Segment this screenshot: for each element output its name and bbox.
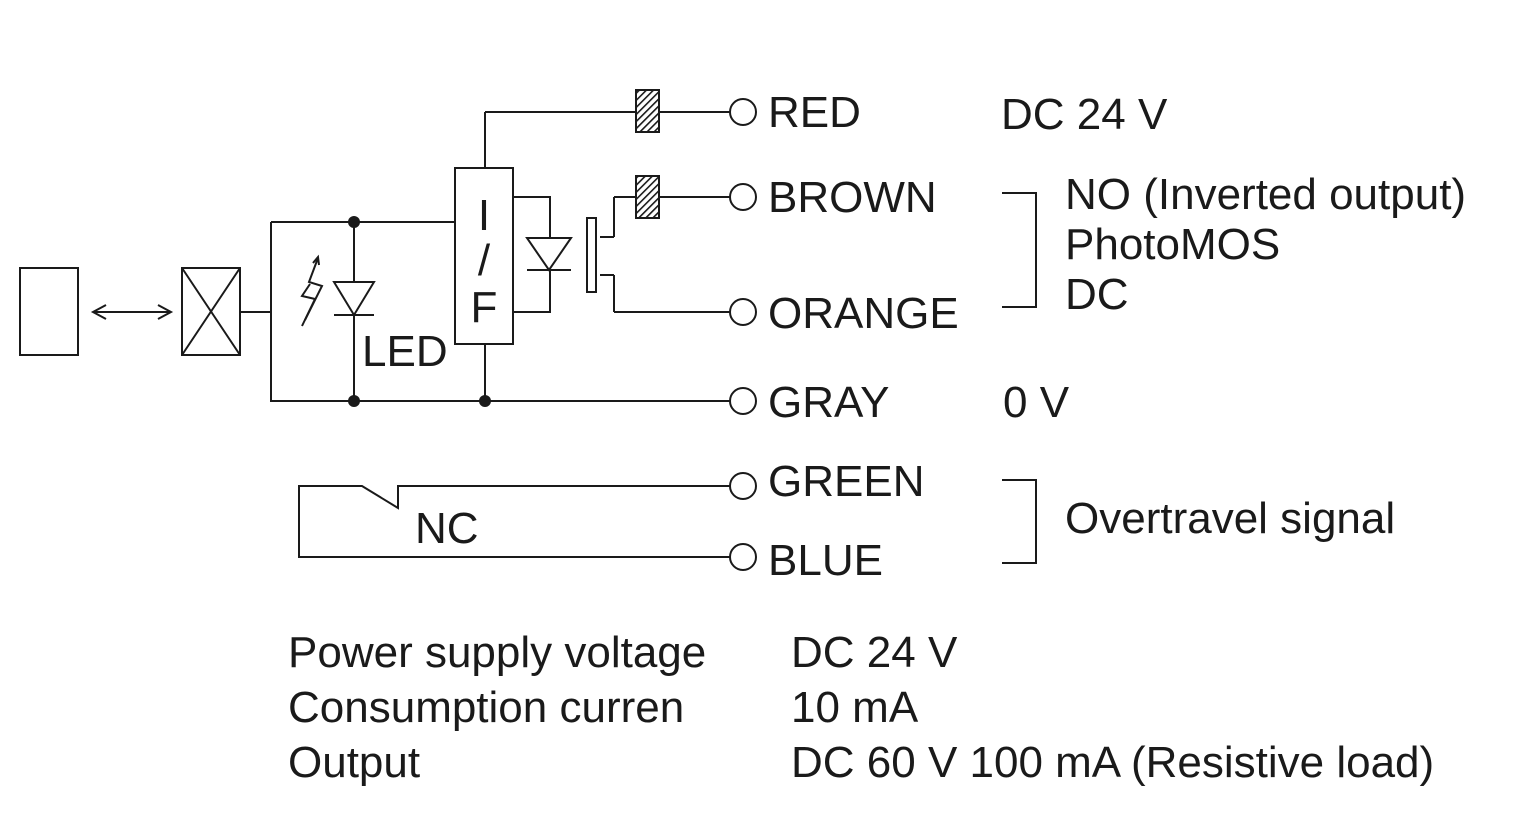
nc-label: NC [415, 504, 479, 553]
terminal-red [729, 98, 757, 126]
junction-dot [348, 216, 360, 228]
photomos-led-icon [513, 196, 573, 313]
red-desc: DC 24 V [1001, 90, 1168, 139]
terminal-orange [729, 298, 757, 326]
interface-box [454, 167, 514, 345]
spec-label: Power supply voltage [288, 628, 706, 677]
gray-desc: 0 V [1003, 378, 1070, 427]
terminal-blue [729, 543, 757, 571]
spec-value: DC 60 V 100 mA (Resistive load) [791, 738, 1434, 787]
wire-label-gray: GRAY [768, 378, 889, 427]
interface-label-i: I [478, 191, 490, 240]
output-desc-line1: NO (Inverted output) [1065, 170, 1466, 219]
sensor-head-icon [181, 267, 241, 356]
output-desc-line3: DC [1065, 270, 1129, 319]
terminal-gray [729, 387, 757, 415]
overtravel-bracket [1002, 479, 1037, 564]
wire-label-red: RED [768, 88, 861, 137]
wire-label-orange: ORANGE [768, 289, 959, 338]
nc-contact-icon [298, 485, 730, 558]
photomos-switch-icon [586, 196, 730, 313]
output-desc-line2: PhotoMOS [1065, 220, 1280, 269]
scale-block [19, 267, 79, 356]
spec-value: DC 24 V [791, 628, 958, 677]
led-label: LED [362, 327, 448, 376]
led-diode-icon [332, 222, 376, 401]
junction-dot [348, 395, 360, 407]
interface-label-slash: / [478, 236, 491, 285]
terminal-green [729, 472, 757, 500]
fuse-icon [635, 175, 660, 219]
wire-label-blue: BLUE [768, 536, 883, 585]
spec-label: Consumption curren [288, 683, 684, 732]
wire-label-brown: BROWN [768, 173, 937, 222]
output-bracket [1002, 192, 1037, 308]
overtravel-desc: Overtravel signal [1065, 494, 1395, 543]
spec-value: 10 mA [791, 683, 919, 732]
wire-label-green: GREEN [768, 457, 924, 506]
terminal-brown [729, 183, 757, 211]
bidirectional-arrow-icon [90, 304, 174, 320]
spec-label: Output [288, 738, 420, 787]
light-emission-icon [300, 254, 324, 327]
fuse-icon [635, 89, 660, 133]
interface-label-f: F [471, 283, 498, 332]
